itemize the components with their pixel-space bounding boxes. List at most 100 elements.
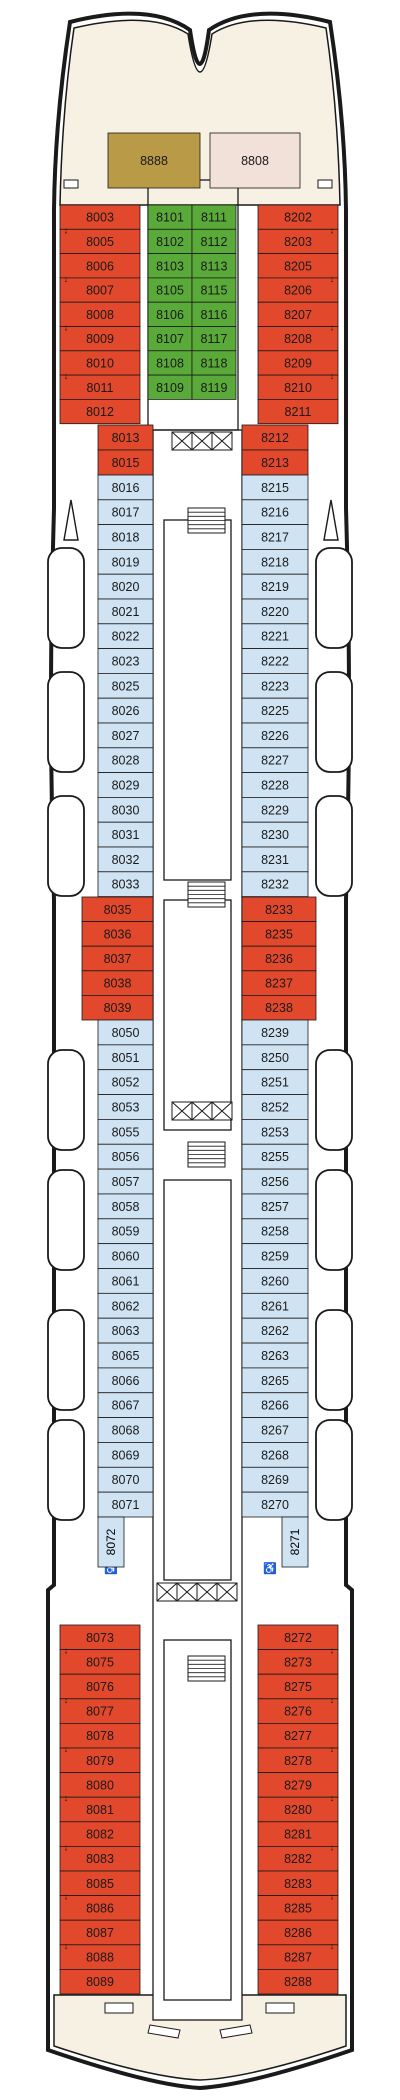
cabin-8065[interactable]: 8065 xyxy=(97,1342,154,1369)
cabin-8260[interactable]: 8260 xyxy=(241,1268,309,1294)
cabin-8021[interactable]: 8021 xyxy=(97,598,154,625)
cabin-8066[interactable]: 8066 xyxy=(97,1367,154,1394)
cabin-8082[interactable]: 8082 xyxy=(59,1821,141,1847)
cabin-8056[interactable]: 8056 xyxy=(97,1143,154,1170)
cabin-8112[interactable]: 8112 xyxy=(191,228,237,255)
cabin-8232[interactable]: 8232 xyxy=(241,871,309,897)
cabin-8031[interactable]: 8031 xyxy=(97,821,154,848)
cabin-8106[interactable]: 8106 xyxy=(147,301,193,327)
cabin-8063[interactable]: 8063 xyxy=(97,1317,154,1344)
cabin-8051[interactable]: 8051 xyxy=(97,1044,154,1071)
cabin-8036[interactable]: 8036 xyxy=(81,921,154,947)
cabin-8080[interactable]: 8080 xyxy=(59,1772,141,1798)
cabin-8267[interactable]: 8267 xyxy=(241,1417,309,1443)
cabin-8081[interactable]: 8081 xyxy=(59,1796,141,1823)
cabin-8219[interactable]: 8219 xyxy=(241,573,309,600)
cabin-8089[interactable]: 8089 xyxy=(59,1969,141,1995)
cabin-8288[interactable]: 8288 xyxy=(257,1969,339,1995)
cabin-8116[interactable]: 8116 xyxy=(191,301,237,327)
cabin-8005[interactable]: 8005 xyxy=(59,228,141,255)
cabin-8888[interactable]: 8888 xyxy=(107,132,201,189)
cabin-8236[interactable]: 8236 xyxy=(241,945,317,972)
cabin-8217[interactable]: 8217 xyxy=(241,524,309,550)
cabin-8003[interactable]: 8003 xyxy=(59,204,141,230)
cabin-8068[interactable]: 8068 xyxy=(97,1417,154,1443)
cabin-8087[interactable]: 8087 xyxy=(59,1919,141,1946)
cabin-8207[interactable]: 8207 xyxy=(257,301,339,327)
cabin-8009[interactable]: 8009 xyxy=(59,326,141,352)
cabin-8069[interactable]: 8069 xyxy=(97,1442,154,1468)
cabin-8086[interactable]: 8086 xyxy=(59,1895,141,1921)
cabin-8079[interactable]: 8079 xyxy=(59,1747,141,1774)
cabin-8075[interactable]: 8075 xyxy=(59,1649,141,1675)
cabin-8258[interactable]: 8258 xyxy=(241,1218,309,1245)
cabin-8016[interactable]: 8016 xyxy=(97,474,154,501)
cabin-8088[interactable]: 8088 xyxy=(59,1944,141,1970)
cabin-8273[interactable]: 8273 xyxy=(257,1649,339,1675)
cabin-8070[interactable]: 8070 xyxy=(97,1466,154,1493)
cabin-8210[interactable]: 8210 xyxy=(257,374,339,400)
cabin-8259[interactable]: 8259 xyxy=(241,1243,309,1269)
cabin-8203[interactable]: 8203 xyxy=(257,228,339,255)
cabin-8208[interactable]: 8208 xyxy=(257,326,339,352)
cabin-8119[interactable]: 8119 xyxy=(191,374,237,400)
cabin-8206[interactable]: 8206 xyxy=(257,277,339,303)
cabin-8266[interactable]: 8266 xyxy=(241,1392,309,1419)
cabin-8029[interactable]: 8029 xyxy=(97,772,154,798)
cabin-8083[interactable]: 8083 xyxy=(59,1846,141,1872)
cabin-8073[interactable]: 8073 xyxy=(59,1624,141,1651)
cabin-8256[interactable]: 8256 xyxy=(241,1168,309,1195)
cabin-8283[interactable]: 8283 xyxy=(257,1870,339,1897)
cabin-8023[interactable]: 8023 xyxy=(97,648,154,674)
cabin-8213[interactable]: 8213 xyxy=(241,449,309,476)
cabin-8061[interactable]: 8061 xyxy=(97,1268,154,1294)
cabin-8085[interactable]: 8085 xyxy=(59,1870,141,1897)
cabin-8015[interactable]: 8015 xyxy=(97,449,154,476)
cabin-8282[interactable]: 8282 xyxy=(257,1846,339,1872)
cabin-8237[interactable]: 8237 xyxy=(241,970,317,996)
cabin-8218[interactable]: 8218 xyxy=(241,549,309,575)
cabin-8261[interactable]: 8261 xyxy=(241,1292,309,1319)
cabin-8276[interactable]: 8276 xyxy=(257,1698,339,1724)
cabin-8076[interactable]: 8076 xyxy=(59,1673,141,1700)
cabin-8202[interactable]: 8202 xyxy=(257,204,339,230)
cabin-8027[interactable]: 8027 xyxy=(97,722,154,749)
cabin-8055[interactable]: 8055 xyxy=(97,1119,154,1145)
cabin-8118[interactable]: 8118 xyxy=(191,350,237,376)
cabin-8018[interactable]: 8018 xyxy=(97,524,154,550)
cabin-8012[interactable]: 8012 xyxy=(59,398,141,425)
cabin-8253[interactable]: 8253 xyxy=(241,1119,309,1145)
cabin-8103[interactable]: 8103 xyxy=(147,253,193,279)
cabin-8039[interactable]: 8039 xyxy=(81,995,154,1021)
cabin-8113[interactable]: 8113 xyxy=(191,253,237,279)
cabin-8013[interactable]: 8013 xyxy=(97,424,154,451)
cabin-8038[interactable]: 8038 xyxy=(81,970,154,996)
cabin-8052[interactable]: 8052 xyxy=(97,1069,154,1095)
cabin-8221[interactable]: 8221 xyxy=(241,623,309,649)
cabin-8071[interactable]: 8071 xyxy=(97,1491,154,1518)
cabin-8028[interactable]: 8028 xyxy=(97,747,154,773)
cabin-8229[interactable]: 8229 xyxy=(241,797,309,823)
cabin-8233[interactable]: 8233 xyxy=(241,896,317,923)
cabin-8255[interactable]: 8255 xyxy=(241,1143,309,1170)
cabin-8060[interactable]: 8060 xyxy=(97,1243,154,1269)
cabin-8226[interactable]: 8226 xyxy=(241,722,309,749)
cabin-8268[interactable]: 8268 xyxy=(241,1442,309,1468)
cabin-8231[interactable]: 8231 xyxy=(241,846,309,873)
cabin-8235[interactable]: 8235 xyxy=(241,921,317,947)
cabin-8205[interactable]: 8205 xyxy=(257,253,339,279)
cabin-8209[interactable]: 8209 xyxy=(257,350,339,376)
cabin-8101[interactable]: 8101 xyxy=(147,204,193,230)
cabin-8115[interactable]: 8115 xyxy=(191,277,237,303)
cabin-8078[interactable]: 8078 xyxy=(59,1723,141,1749)
cabin-8037[interactable]: 8037 xyxy=(81,945,154,972)
cabin-8102[interactable]: 8102 xyxy=(147,228,193,255)
cabin-8215[interactable]: 8215 xyxy=(241,474,309,501)
cabin-8109[interactable]: 8109 xyxy=(147,374,193,400)
cabin-8019[interactable]: 8019 xyxy=(97,549,154,575)
cabin-8035[interactable]: 8035 xyxy=(81,896,154,923)
cabin-8067[interactable]: 8067 xyxy=(97,1392,154,1419)
cabin-8280[interactable]: 8280 xyxy=(257,1796,339,1823)
cabin-8117[interactable]: 8117 xyxy=(191,326,237,352)
cabin-8020[interactable]: 8020 xyxy=(97,573,154,600)
